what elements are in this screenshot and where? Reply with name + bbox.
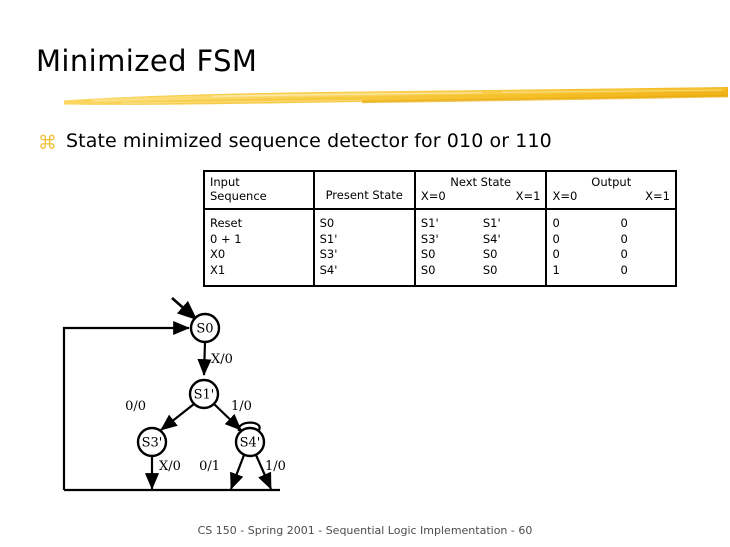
state-node-s0-label: S0 (196, 322, 213, 337)
cell-next-x1: S1' (482, 215, 501, 230)
cell-next-x0: S3' (420, 231, 439, 246)
slide-footer: CS 150 - Spring 2001 - Sequential Logic … (197, 524, 533, 537)
cell-output-pair: 1 0 (552, 263, 670, 279)
edge-s0-to-s1 (197, 341, 212, 376)
state-node-s0[interactable] (189, 312, 221, 344)
cell-out-x1: 0 (620, 215, 628, 230)
header-input-sequence-line1: Input (210, 175, 240, 189)
cell-present-state: S0 (319, 215, 335, 230)
header-output-x1: X=1 (645, 189, 670, 204)
state-transition-table: Input Sequence Present State Next State … (203, 170, 677, 288)
cell-output-pair: 0 0 (552, 232, 670, 248)
header-next-state-x0: X=0 (420, 189, 446, 204)
cell-output-column: 0 0 0 0 0 0 1 0 (545, 207, 677, 288)
cell-out-x1: 0 (620, 231, 628, 246)
header-input-sequence-line2: Sequence (210, 189, 267, 204)
edge-label-s1-s3: 0/0 (125, 399, 146, 414)
header-output-label: Output (591, 175, 632, 189)
edge-s4-to-rail-right (254, 454, 273, 490)
cell-out-x1: 0 (620, 263, 628, 278)
cell-present-state-column: S0 S1' S3' S4' (312, 207, 416, 288)
cell-present-state: S4' (319, 263, 338, 278)
cell-next-x0: S1' (420, 215, 439, 230)
page-title: Minimized FSM (36, 44, 258, 78)
state-node-s3-label: S3' (142, 436, 163, 451)
header-present-state: Present State (312, 170, 416, 210)
bullet-item-label: State minimized sequence detector for 01… (66, 130, 552, 152)
edge-label-s4-rail-right: 1/0 (265, 459, 286, 474)
edge-s1-to-s3 (160, 403, 195, 431)
edge-reset-arrow (171, 297, 198, 321)
cell-next-state-pair: S0 S0 (421, 247, 541, 263)
state-node-s1-label: S1' (194, 388, 215, 403)
edge-s1-to-s4 (213, 403, 242, 431)
edge-s4-to-rail-left (229, 454, 246, 490)
edge-label-s4-rail-left: 0/1 (199, 459, 220, 474)
cell-input-sequence: X1 (210, 263, 226, 278)
cell-out-x0: 0 (552, 215, 560, 230)
header-output-x0: X=0 (552, 189, 578, 204)
cell-input-sequence: Reset (210, 215, 243, 230)
edge-label-s0-s1: X/0 (211, 352, 233, 367)
edge-s4-self-loop (237, 421, 261, 432)
cell-output-pair: 0 0 (552, 216, 670, 232)
header-input-sequence: Input Sequence (203, 170, 315, 210)
title-underline-brushstroke (64, 87, 728, 105)
bullet-item: ⌘ State minimized sequence detector for … (38, 131, 552, 153)
cell-output-pair: 0 0 (552, 247, 670, 263)
cell-out-x0: 0 (552, 231, 560, 246)
state-transition-diagram: S0 S1' S3' S4' X/0 0/0 1/0 X/0 0/1 1/0 (62, 297, 286, 492)
cell-out-x0: 1 (552, 263, 560, 278)
state-node-s3[interactable] (136, 426, 168, 458)
cell-next-x0: S0 (420, 263, 436, 278)
header-next-state: Next State X=0 X=1 (413, 170, 548, 210)
cell-next-state-pair: S3' S4' (421, 232, 541, 248)
cell-next-state-column: S1' S1' S3' S4' S0 S0 S0 S0 (413, 207, 548, 288)
state-node-s4[interactable] (234, 426, 266, 458)
bullet-marker-icon: ⌘ (38, 132, 57, 154)
cell-next-x1: S0 (482, 247, 498, 262)
edge-label-s1-s4: 1/0 (231, 399, 252, 414)
header-next-state-x1: X=1 (515, 189, 541, 204)
cell-next-state-pair: S1' S1' (421, 216, 541, 232)
cell-next-x1: S4' (482, 231, 501, 246)
cell-present-state: S3' (319, 247, 338, 262)
cell-input-sequence-column: Reset 0 + 1 X0 X1 (203, 207, 315, 288)
cell-next-x0: S0 (420, 247, 436, 262)
header-present-state-label: Present State (325, 188, 403, 202)
header-output: Output X=0 X=1 (545, 170, 677, 210)
cell-input-sequence: 0 + 1 (210, 231, 242, 246)
state-node-s4-label: S4' (240, 436, 261, 451)
cell-input-sequence: X0 (210, 247, 226, 262)
cell-out-x0: 0 (552, 247, 560, 262)
cell-next-x1: S0 (482, 263, 498, 278)
table-body-row: Reset 0 + 1 X0 X1 S0 S1' S3' S4' S1' (203, 207, 677, 288)
header-next-state-label: Next State (450, 175, 512, 189)
cell-next-state-pair: S0 S0 (421, 263, 541, 279)
cell-present-state: S1' (319, 231, 338, 246)
table-header-row: Input Sequence Present State Next State … (203, 170, 677, 210)
edge-label-s3-rail: X/0 (159, 459, 181, 474)
state-node-s1[interactable] (188, 378, 220, 410)
edge-return-to-s0 (62, 320, 190, 490)
cell-out-x1: 0 (620, 247, 628, 262)
